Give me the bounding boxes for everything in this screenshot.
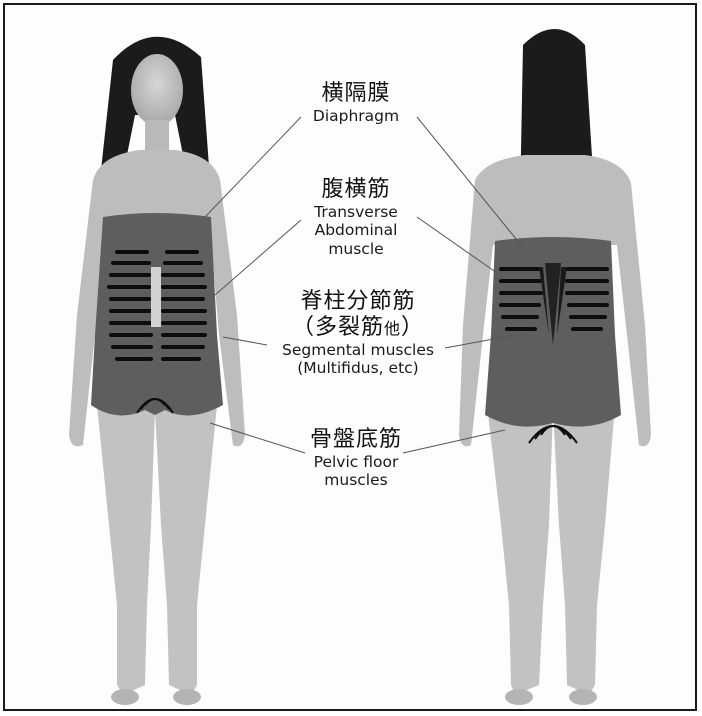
- transverse-label: 腹横筋 Transverse Abdominal muscle: [281, 177, 431, 258]
- segmental-label-ja: 脊柱分節筋: [263, 289, 453, 315]
- pelvic-label-en-line2: muscles: [291, 471, 421, 489]
- figure-frame: 横隔膜 Diaphragm 腹横筋 Transverse Abdominal m…: [3, 3, 697, 711]
- diaphragm-label: 横隔膜 Diaphragm: [286, 81, 426, 125]
- segmental-label-ja-paren: （多裂筋他）: [263, 315, 453, 341]
- transverse-label-en-line1: Transverse: [281, 203, 431, 221]
- diaphragm-label-ja: 横隔膜: [286, 81, 426, 107]
- transverse-label-en-line3: muscle: [281, 240, 431, 258]
- pelvic-label: 骨盤底筋 Pelvic floor muscles: [291, 427, 421, 490]
- front-figure: [69, 37, 245, 705]
- transverse-label-en-line2: Abdominal: [281, 221, 431, 239]
- transverse-label-ja: 腹横筋: [281, 177, 431, 203]
- back-figure: [459, 29, 651, 705]
- diaphragm-label-en: Diaphragm: [286, 107, 426, 125]
- segmental-label-en-line1: Segmental muscles: [263, 341, 453, 359]
- segmental-label-en-line2: (Multifidus, etc): [263, 359, 453, 377]
- segmental-label: 脊柱分節筋 （多裂筋他） Segmental muscles (Multifid…: [263, 289, 453, 377]
- pelvic-label-en-line1: Pelvic floor: [291, 453, 421, 471]
- pelvic-label-ja: 骨盤底筋: [291, 427, 421, 453]
